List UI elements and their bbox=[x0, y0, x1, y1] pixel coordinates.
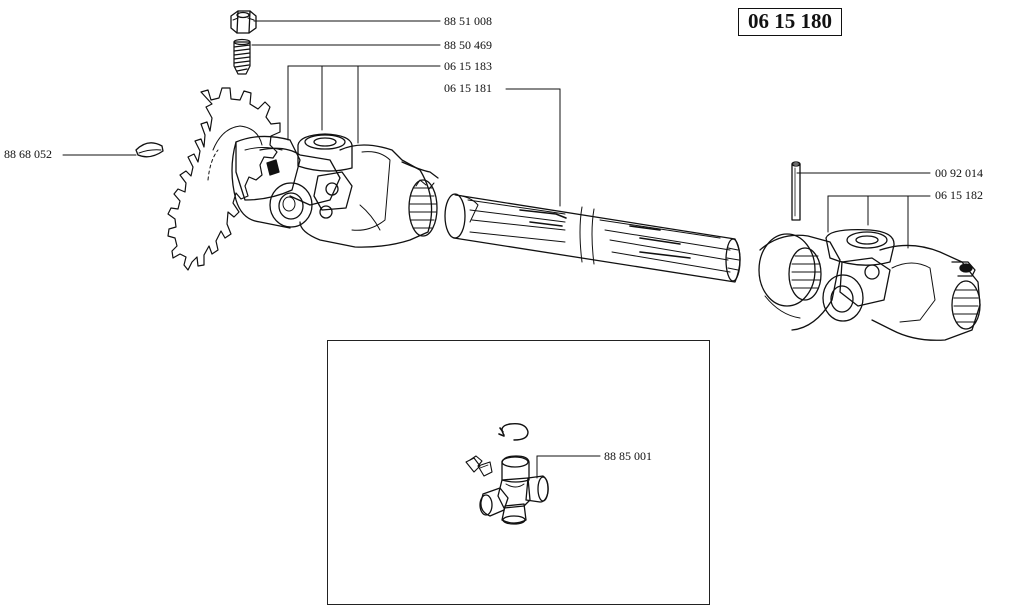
roll-pin bbox=[791, 161, 801, 221]
label-pin: 00 92 014 bbox=[935, 166, 983, 180]
woodruff-key bbox=[135, 142, 164, 158]
splined-shaft bbox=[444, 193, 741, 283]
cross-kit-inset-frame bbox=[327, 340, 710, 605]
inset-grease-nipple bbox=[465, 455, 493, 477]
label-nut: 88 51 008 bbox=[444, 14, 492, 28]
left-yoke-assembly bbox=[231, 133, 439, 248]
circlip bbox=[498, 422, 529, 441]
label-center-shaft: 06 15 181 bbox=[444, 81, 492, 95]
set-screw bbox=[233, 38, 251, 75]
label-cross-kit: 88 85 001 bbox=[604, 449, 652, 463]
hex-nut bbox=[230, 10, 257, 34]
universal-joint-cross bbox=[479, 455, 549, 525]
label-key: 88 68 052 bbox=[4, 147, 52, 161]
sprocket bbox=[167, 87, 281, 271]
label-right-yoke-assembly: 06 15 182 bbox=[935, 188, 983, 202]
label-left-yoke-assembly: 06 15 183 bbox=[444, 59, 492, 73]
right-yoke-assembly bbox=[758, 229, 981, 341]
leader-lines bbox=[62, 20, 931, 479]
label-grease-nipple: 88 50 469 bbox=[444, 38, 492, 52]
drawing-number: 06 15 180 bbox=[738, 8, 842, 36]
